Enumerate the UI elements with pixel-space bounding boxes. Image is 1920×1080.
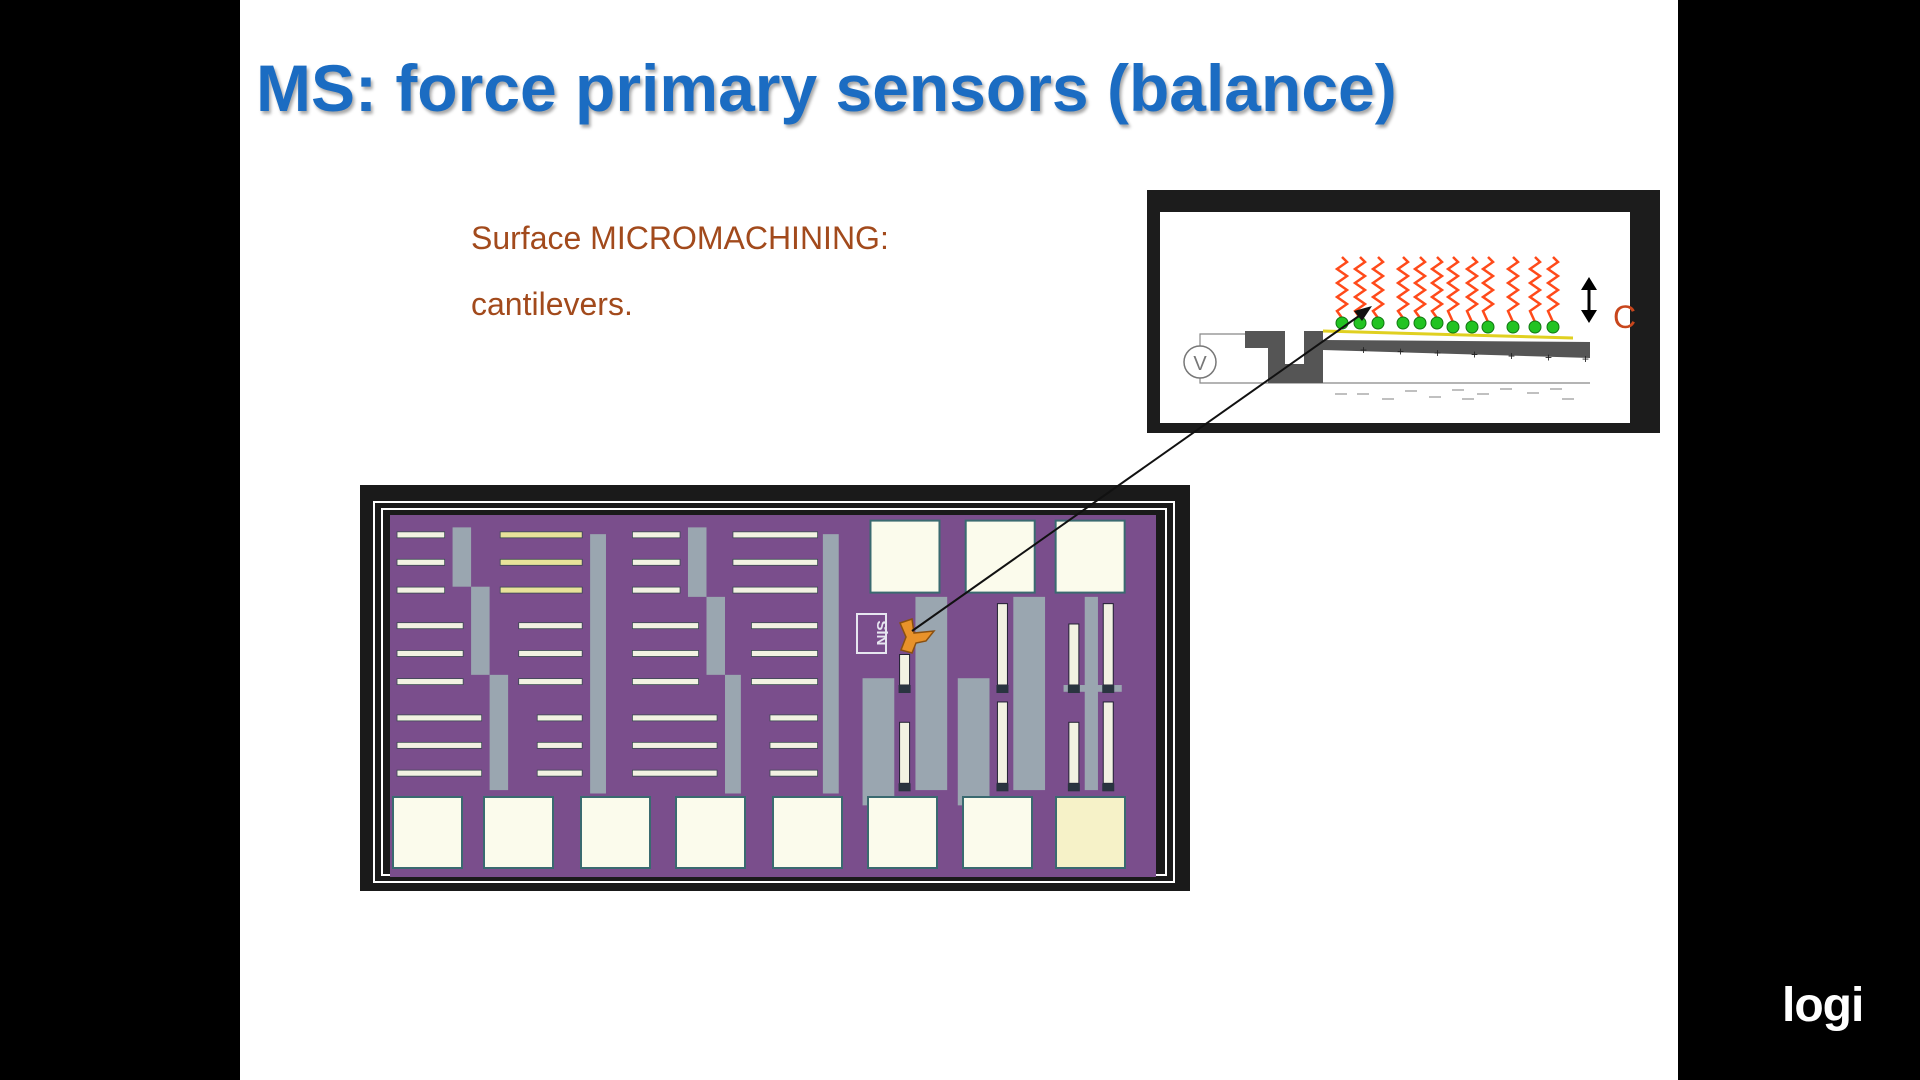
cantilever (632, 622, 699, 630)
vertical-cantilever (899, 654, 911, 686)
cantilever (536, 741, 583, 749)
cantilever (396, 531, 446, 539)
cantilever (396, 558, 446, 566)
cantilever-anchor (1067, 685, 1080, 694)
cantilever (732, 531, 818, 539)
contact-trace (706, 596, 726, 675)
cantilever (632, 531, 681, 539)
contact-trace (957, 678, 990, 806)
contact-trace (452, 527, 472, 587)
bond-pad (1054, 519, 1126, 594)
contact-trace (1084, 596, 1098, 791)
contact-trace (590, 534, 606, 794)
bond-pad (392, 796, 463, 869)
cantilever (396, 769, 483, 777)
cantilever (396, 650, 464, 657)
cantilever (732, 586, 818, 594)
cantilever-anchor (898, 685, 911, 694)
cantilever-anchor (1067, 783, 1080, 792)
cantilever (396, 714, 483, 722)
cantilever (632, 558, 681, 566)
bond-pad (580, 796, 651, 869)
body-text-line-1: Surface MICROMACHINING: (471, 220, 889, 256)
cantilever (632, 769, 718, 777)
vertical-cantilever (1068, 721, 1080, 784)
bond-pad (675, 796, 746, 869)
cantilever (499, 558, 583, 566)
cantilever (632, 650, 699, 657)
contact-trace (725, 674, 741, 794)
contact-trace (489, 674, 509, 791)
contact-trace (1013, 596, 1046, 791)
cantilever (632, 714, 718, 722)
cantilever (732, 558, 818, 566)
bond-pad (867, 796, 938, 869)
sin-label: SiN (856, 613, 890, 654)
vertical-cantilever (996, 603, 1008, 686)
body-text-line-2: cantilevers. (471, 286, 633, 322)
cantilever (396, 586, 446, 594)
cantilever (518, 622, 583, 630)
cantilever-anchor (996, 685, 1009, 694)
vertical-cantilever (899, 721, 911, 784)
cantilever (396, 622, 464, 630)
cantilever (396, 678, 464, 686)
cantilever (751, 650, 818, 657)
cantilever (499, 531, 583, 539)
cantilever (769, 714, 818, 722)
svg-text:SiN: SiN (873, 620, 890, 645)
cantilever (518, 650, 583, 657)
cantilever (632, 741, 718, 749)
cantilever (769, 741, 818, 749)
vertical-cantilever (1102, 603, 1114, 686)
bond-pad (483, 796, 554, 869)
contact-trace (915, 596, 948, 791)
cantilever (518, 678, 583, 686)
cantilever-anchor (898, 783, 911, 792)
contact-trace (862, 678, 895, 806)
contact-trace (1063, 685, 1122, 692)
chip-micrograph: SiN (360, 485, 1190, 891)
cantilever (536, 714, 583, 722)
cantilever (751, 678, 818, 686)
cantilever (751, 622, 818, 630)
cantilever (632, 678, 699, 686)
cantilever (536, 769, 583, 777)
cantilever (499, 586, 583, 594)
bond-pad (964, 519, 1036, 594)
cantilever-anchor (1102, 783, 1115, 792)
bond-pad (772, 796, 843, 869)
contact-trace (687, 527, 707, 597)
bond-pad (869, 519, 941, 594)
contact-trace (471, 586, 490, 675)
vertical-cantilever (996, 701, 1008, 784)
cantilever-anchor (996, 783, 1009, 792)
contact-trace (822, 534, 839, 794)
cantilever (396, 741, 483, 749)
cantilever-anchor (1102, 685, 1115, 694)
bond-pad (1055, 796, 1126, 869)
vertical-cantilever (1102, 701, 1114, 784)
vertical-cantilever (1068, 623, 1080, 686)
logi-logo: logi (1782, 979, 1864, 1032)
slide-title: MS: force primary sensors (balance) (256, 51, 1397, 125)
bond-pad (962, 796, 1033, 869)
cantilever (632, 586, 681, 594)
cantilever (769, 769, 818, 777)
